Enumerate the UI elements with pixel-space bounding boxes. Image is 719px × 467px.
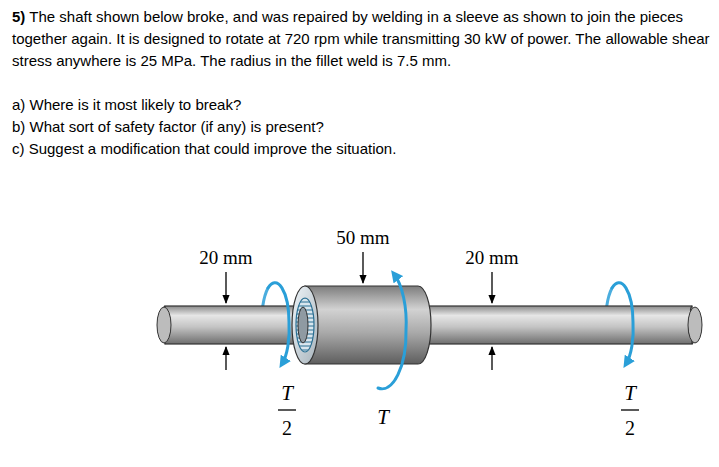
torque-arrow (268, 274, 633, 389)
shaft-end-face (157, 307, 171, 343)
dimension-label: 20 mm (199, 247, 252, 269)
shaft-end-face (688, 307, 702, 343)
problem-paragraph: 5)The shaft shown below broke, and was r… (12, 6, 712, 72)
question: a) Where is it most likely to break? (12, 94, 241, 116)
dimension-label: 20 mm (465, 247, 518, 269)
dimension-label: 50 mm (336, 227, 389, 249)
torque-divisor: 2 (282, 417, 292, 440)
fillet-weld (296, 298, 314, 352)
torque-divisor: 2 (625, 417, 635, 440)
question: c) Suggest a modification that could imp… (12, 138, 396, 160)
fraction-bar (278, 409, 639, 410)
torque-symbol: T (624, 381, 636, 406)
right-shaft (418, 306, 692, 344)
torque-symbol: T (377, 405, 389, 430)
torque-symbol: T (281, 381, 293, 406)
left-shaft (165, 306, 305, 344)
problem-number: 5) (12, 8, 25, 25)
problem-statement: The shaft shown below broke, and was rep… (12, 8, 710, 69)
sleeve (292, 286, 431, 364)
question: b) What sort of safety factor (if any) i… (12, 116, 324, 138)
dimension-pointer (226, 252, 492, 370)
